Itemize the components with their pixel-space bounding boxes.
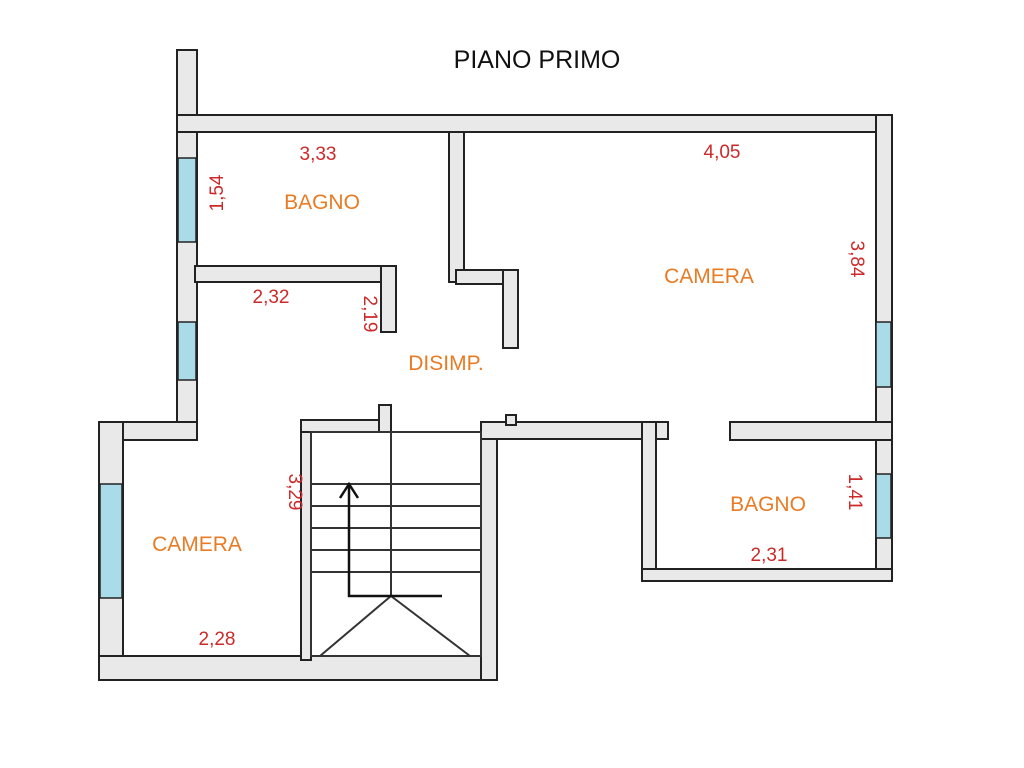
wall-bagno-bottom <box>194 265 397 283</box>
window-bagno-top <box>177 157 197 243</box>
stair-direction-arrow-icon <box>338 481 442 598</box>
wall-stair-right <box>480 421 498 681</box>
dim-bagno-bottom-height: 1,41 <box>844 474 865 511</box>
window-bagno-bottom <box>875 473 892 539</box>
wall-bagno2-top <box>729 421 893 441</box>
room-label-camera-left: CAMERA <box>152 533 242 556</box>
room-label-camera-right: CAMERA <box>664 265 754 288</box>
wall-bottom-left <box>98 655 498 681</box>
wall-bagno2-bottom <box>641 568 893 582</box>
window-camera-right <box>875 321 892 388</box>
walls <box>98 49 893 681</box>
dimension-labels: 3,33 1,54 4,05 3,84 2,32 2,19 3,29 2,28 … <box>199 142 867 650</box>
wall-stair-left <box>300 419 312 661</box>
wall-bagno-camera <box>448 131 465 283</box>
dim-camera-right-height: 3,84 <box>846 241 867 278</box>
wall-stair-top <box>300 419 392 433</box>
window-disimp <box>177 321 197 381</box>
window-camera-left <box>99 483 123 599</box>
room-label-bagno-bottom: BAGNO <box>730 493 806 516</box>
dim-bagno-top-height: 1,54 <box>207 174 228 211</box>
wall-bagno2-left <box>641 421 657 582</box>
wall-top <box>176 114 893 133</box>
windows <box>99 157 892 599</box>
dim-bagno-top-width: 3,33 <box>300 144 337 165</box>
dim-camera-right-width: 4,05 <box>704 142 741 163</box>
dim-bagno-bottom-width: 2,31 <box>751 545 788 566</box>
stair-landing-right <box>390 595 471 657</box>
dim-disimp-width: 2,32 <box>253 287 290 308</box>
room-labels: BAGNO CAMERA DISIMP. CAMERA BAGNO <box>152 191 806 556</box>
dim-disimp-height: 2,19 <box>359 296 380 333</box>
room-label-disimpegno: DISIMP. <box>408 352 483 375</box>
plan-title: PIANO PRIMO <box>454 46 621 74</box>
stair-landing-left <box>319 595 392 657</box>
wall-corridor-bottom <box>480 421 669 440</box>
stair-outline <box>310 431 482 657</box>
wall-camera-stub-v <box>502 269 519 349</box>
wall-bagno-return <box>380 265 397 333</box>
stairs <box>310 431 482 657</box>
room-label-bagno-top: BAGNO <box>284 191 360 214</box>
wall-stair-stub <box>378 404 392 433</box>
dim-camera-left-height: 3,29 <box>284 474 305 511</box>
wall-corridor-post <box>505 414 517 426</box>
dim-camera-left-width: 2,28 <box>199 629 236 650</box>
